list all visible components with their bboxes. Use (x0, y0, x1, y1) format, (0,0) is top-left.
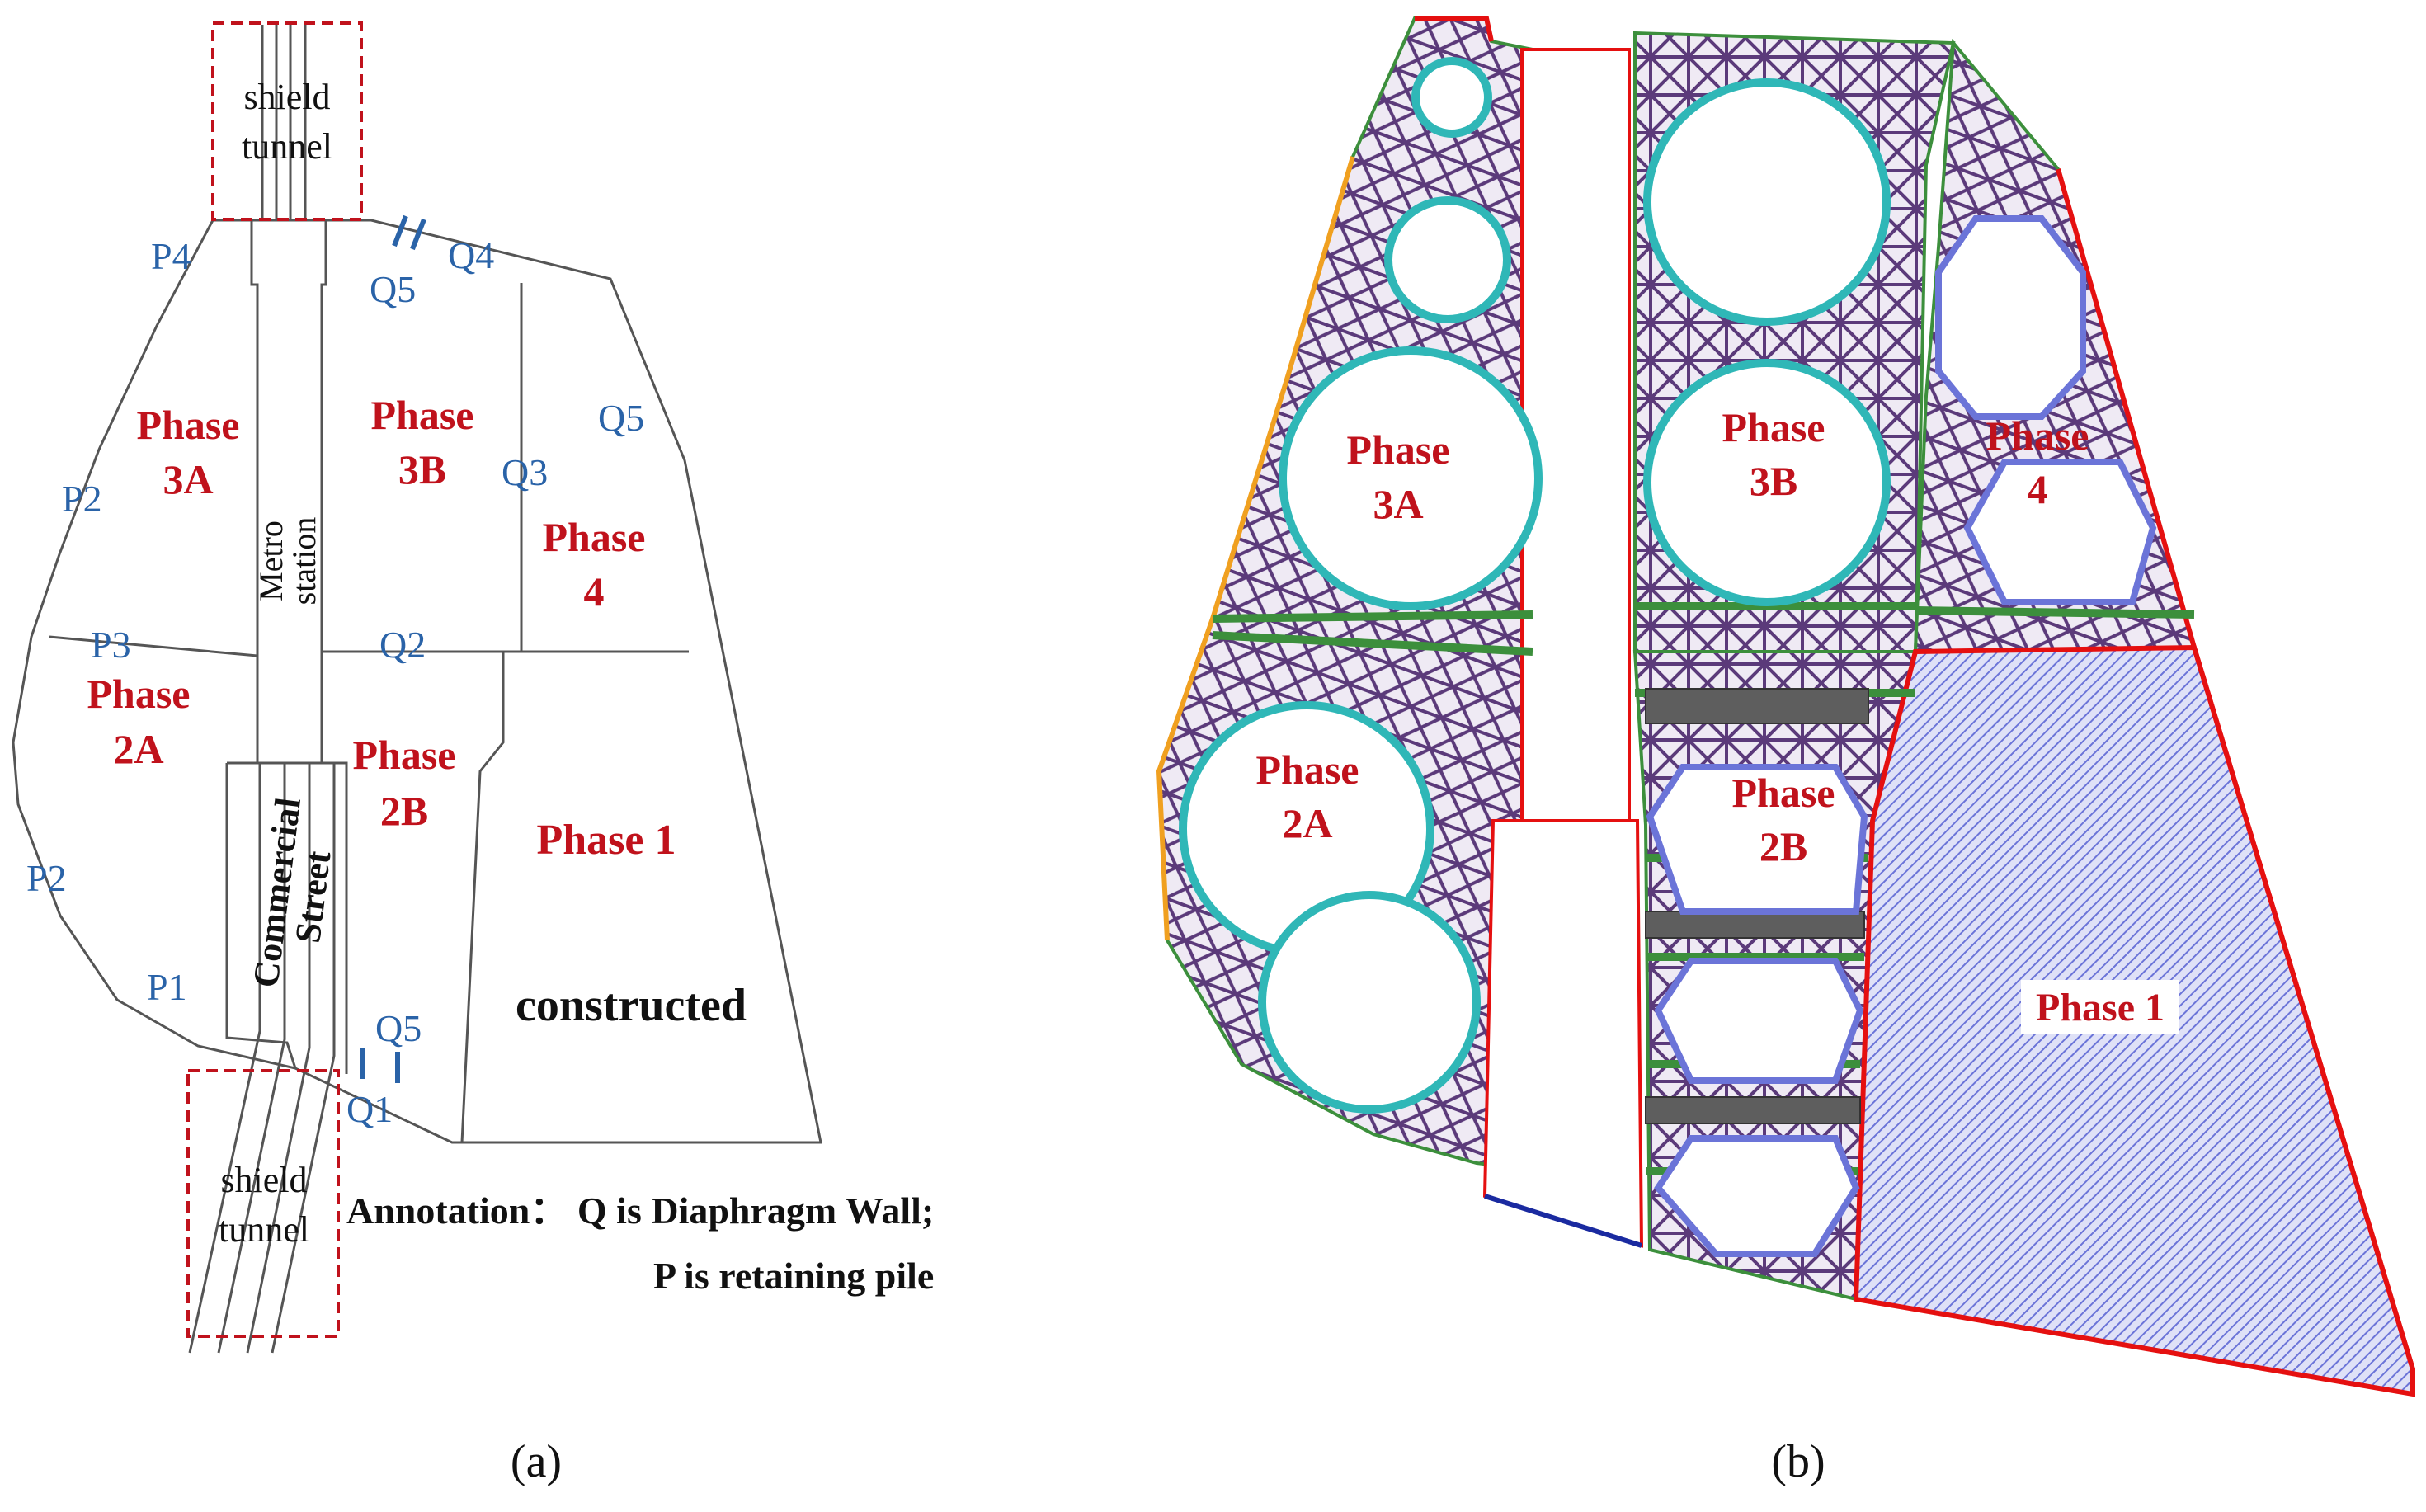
boundary-red-right (2056, 168, 2415, 1370)
phase-4-line2: 4 (584, 568, 605, 615)
site-outline-a (12, 219, 822, 1144)
wall-label-p3: P3 (91, 624, 131, 666)
b-phase-2a-line2: 2A (1282, 800, 1332, 846)
rings (1179, 57, 1891, 1114)
metro-station-label: Metro station (252, 517, 323, 605)
wall-marks-top (392, 214, 426, 251)
panel-a: shield tunnel shield tunnel Metro statio… (12, 21, 934, 1487)
wall-label-p4: P4 (151, 235, 191, 277)
b-phase-3a-line2: 3A (1373, 481, 1423, 527)
shield-bottom-line1: shield (220, 1160, 307, 1200)
b-phase-4-line1: Phase (1986, 412, 2089, 459)
wall-label-q2: Q2 (379, 624, 426, 666)
shield-bottom-line2: tunnel (219, 1209, 309, 1250)
phase-3a-line2: 3A (163, 456, 213, 502)
wall-label-q3: Q3 (502, 451, 548, 493)
wall-label-q5-top: Q5 (370, 268, 416, 310)
b-phase-3a-line1: Phase (1347, 426, 1450, 473)
phase-1-label-bg (2021, 980, 2179, 1034)
b-phase-2b-line2: 2B (1759, 823, 1807, 869)
b-phase-3b-line2: 3B (1750, 458, 1797, 504)
metro-label-line1: Metro (252, 520, 290, 601)
caption-b: (b) (1771, 1436, 1825, 1487)
wall-label-q5-right: Q5 (598, 397, 644, 439)
partition-lines-a (49, 283, 689, 1143)
b-phase-4-line2: 4 (2028, 466, 2048, 512)
phase-2a-line2: 2A (113, 726, 163, 772)
constructed-label: constructed (516, 980, 747, 1031)
wall-label-p1: P1 (147, 966, 187, 1008)
wall-label-p2-top: P2 (62, 478, 102, 520)
phase-3b-line2: 3B (398, 446, 446, 492)
wall-label-q4: Q4 (448, 234, 494, 276)
phase-2a-line1: Phase (87, 671, 191, 717)
b-phase-2a-line1: Phase (1256, 747, 1359, 793)
boundary-red-top (1415, 16, 1494, 42)
tunnel-lines-bottom (188, 763, 336, 1354)
phase-3a-line1: Phase (137, 402, 240, 448)
phase-4-line1: Phase (543, 514, 646, 560)
shield-box-top (211, 21, 363, 221)
b-phase-1-label: Phase 1 (2036, 986, 2165, 1029)
slab-blocks-2b (1645, 688, 1869, 1124)
b-phase-3b-line1: Phase (1722, 404, 1825, 450)
wall-label-q1: Q1 (346, 1088, 393, 1130)
phase-1-label: Phase 1 (537, 817, 676, 864)
shield-top-line1: shield (243, 77, 330, 117)
shield-box-bottom (186, 1069, 340, 1338)
shield-top-line2: tunnel (242, 126, 332, 167)
tunnel-lines-top (261, 25, 307, 220)
octagons (1646, 215, 2157, 1257)
annotation-line-2: P is retaining pile (653, 1255, 934, 1297)
phase-3b-line1: Phase (371, 392, 474, 438)
caption-a: (a) (511, 1436, 562, 1487)
metro-station-outline (250, 220, 327, 765)
phase-2b-line1: Phase (353, 732, 456, 778)
wall-label-p2-bottom: P2 (26, 857, 67, 899)
b-phase-2b-line1: Phase (1732, 770, 1835, 816)
corridor-bottom-blue (1484, 1194, 1642, 1248)
metro-label-line2: station (285, 517, 323, 605)
annotation-line-1: Annotation： Q is Diaphragm Wall; (346, 1189, 934, 1232)
wall-marks-bottom (360, 1048, 400, 1083)
wall-label-q5-bottom: Q5 (375, 1007, 422, 1049)
panel-b: Phase 3A Phase 3B Phase 4 Phase 2A Phase… (1156, 16, 2415, 1487)
phase-2b-line2: 2B (380, 788, 428, 834)
